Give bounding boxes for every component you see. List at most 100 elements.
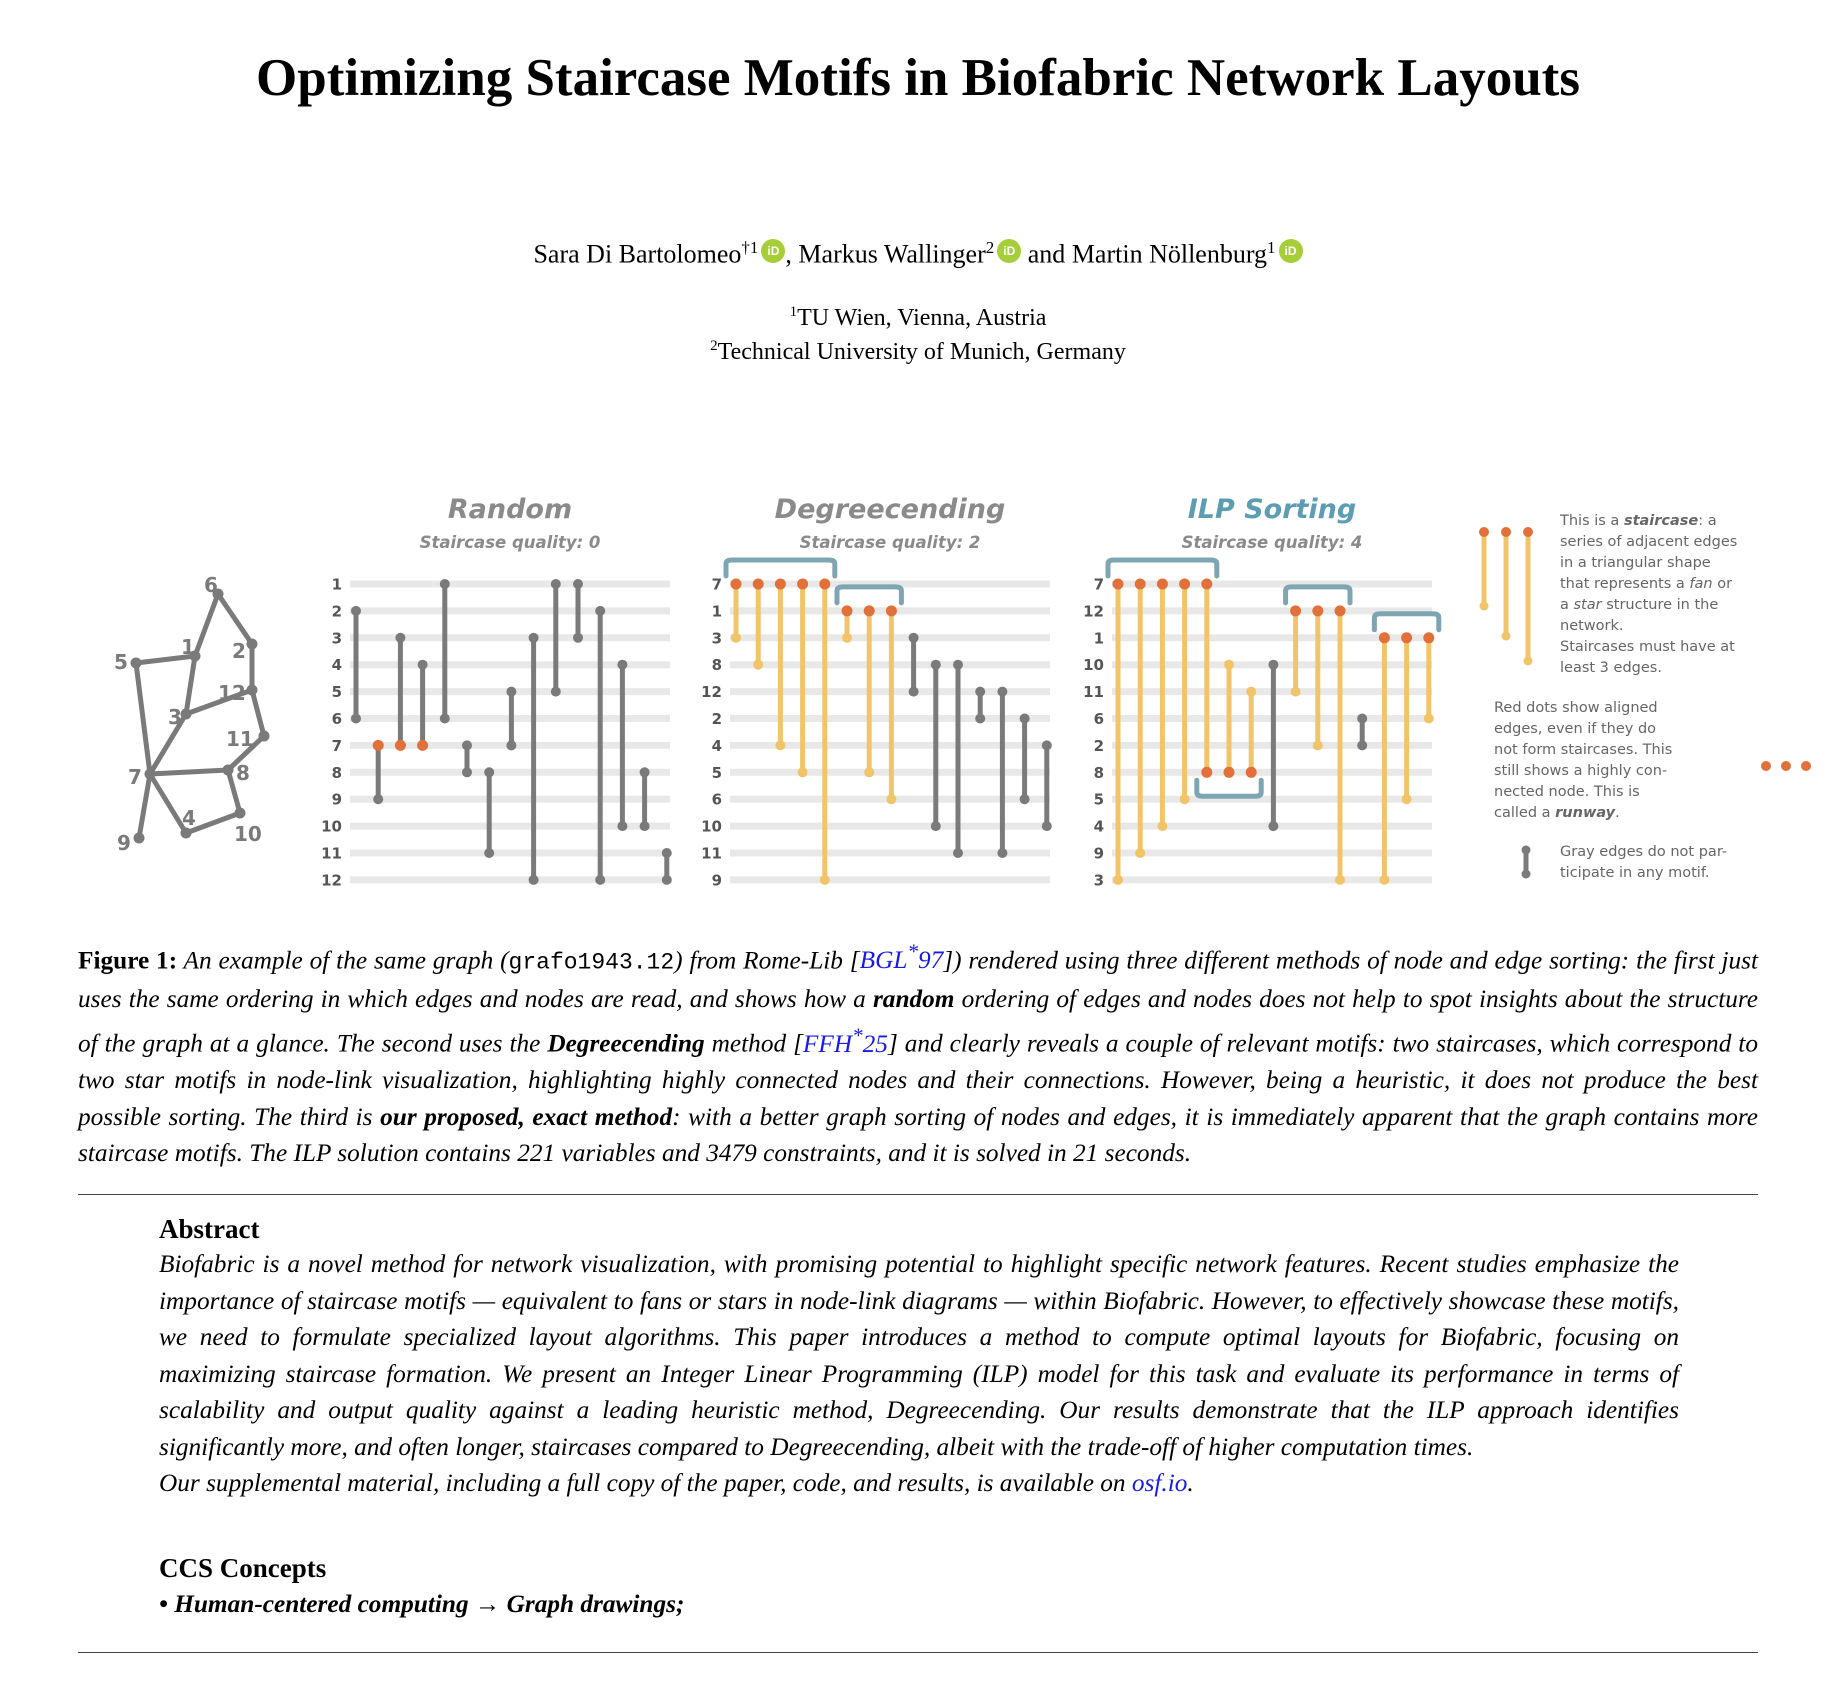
row-label: 4 (712, 737, 722, 755)
legend-runway-dot (1801, 761, 1811, 771)
author-affiliation-mark: †1 (741, 238, 759, 257)
citation-mark: * (907, 940, 918, 964)
affiliation: 2Technical University of Munich, Germany (0, 338, 1836, 366)
row-label: 8 (1094, 764, 1104, 782)
edge-endpoint (573, 579, 583, 589)
row-label: 9 (332, 791, 342, 809)
graph-edge (192, 591, 221, 659)
row-label: 1 (712, 602, 722, 620)
legend-text-span: edges, even if they do (1494, 721, 1656, 737)
edge-endpoint (1312, 740, 1323, 751)
graph-node (133, 832, 145, 844)
graph-node (189, 650, 201, 662)
graph-edge (225, 767, 243, 816)
abstract-body: Biofabric is a novel method for network … (159, 1250, 1679, 1461)
runway-dot (1501, 527, 1511, 537)
panel-title: Degreecending (775, 494, 1006, 525)
row-label: 11 (701, 845, 722, 863)
graph-node-label: 5 (114, 650, 128, 674)
edge-endpoint (1335, 874, 1345, 885)
legend-staircase-text: series of adjacent edges (1560, 534, 1737, 550)
edge-endpoint (373, 794, 384, 805)
affiliation-text: TU Wien, Vienna, Austria (797, 305, 1047, 331)
legend-text-span: still shows a highly con- (1494, 763, 1667, 779)
runway-dot (1290, 605, 1302, 617)
runway-dot (752, 578, 764, 590)
edge-endpoint (953, 659, 963, 670)
edge-endpoint (819, 874, 830, 885)
row-label: 1 (1094, 629, 1104, 647)
legend-text-span: fan (1689, 576, 1712, 592)
legend-staircase-text: a star structure in the (1560, 597, 1718, 613)
row-label: 9 (712, 871, 722, 889)
section-divider (78, 1194, 1758, 1195)
edge-endpoint (528, 632, 539, 643)
graph-node (144, 768, 156, 780)
supplemental-end: . (1187, 1469, 1194, 1497)
orcid-icon[interactable]: iD (761, 238, 786, 263)
edge-endpoint (1268, 821, 1279, 832)
supplemental-text: Our supplemental material, including a f… (159, 1469, 1132, 1497)
ccs-term: Human-centered computing (174, 1590, 469, 1618)
row-label: 10 (321, 818, 342, 836)
edge-endpoint (661, 848, 672, 858)
edge-endpoint (1041, 821, 1052, 832)
row-label: 7 (1094, 576, 1104, 594)
row-label: 4 (332, 656, 342, 674)
edge-endpoint (1179, 794, 1190, 805)
runway-dot (1334, 605, 1346, 617)
graph-node-label: 7 (128, 765, 142, 789)
legend-staircase-text: least 3 edges. (1560, 660, 1662, 676)
legend-text-span: least 3 edges. (1560, 660, 1662, 676)
row-label: 11 (1083, 683, 1104, 701)
edge-endpoint (842, 632, 852, 643)
edge-endpoint (462, 740, 472, 751)
edge-endpoint (1401, 794, 1412, 805)
legend-runway-text: not form staircases. This (1494, 742, 1672, 758)
edge-endpoint (639, 821, 650, 832)
runway-dot (797, 578, 809, 590)
edge-endpoint (908, 632, 919, 643)
row-label: 5 (332, 683, 342, 701)
panel-title: Random (448, 494, 572, 525)
citation-link[interactable]: BGL*97 (860, 940, 944, 974)
author-separator: and (1021, 239, 1072, 269)
runway-dot (1134, 578, 1146, 590)
staircase-bracket (1194, 777, 1264, 799)
edge-endpoint (1379, 874, 1390, 885)
graph-node (246, 684, 258, 696)
edge-endpoint (886, 794, 897, 805)
row-label: 8 (332, 764, 342, 782)
edge-endpoint (1268, 659, 1279, 670)
edge-endpoint (617, 821, 628, 832)
supplemental-link[interactable]: osf.io (1131, 1469, 1188, 1497)
graph-node (258, 730, 270, 742)
caption-text: ] and clearly reveals a couple of releva… (78, 1029, 1758, 1131)
edge-endpoint (617, 659, 628, 670)
figure-caption: Figure 1: An example of the same graph (… (78, 934, 1758, 1172)
graph-edge (133, 653, 198, 666)
runway-dot (1201, 766, 1213, 778)
graph-node-label: 12 (218, 681, 246, 705)
caption-emphasis: our proposed, exact method (380, 1102, 673, 1131)
supplemental-note: Our supplemental material, including a f… (159, 1465, 1679, 1502)
edge-endpoint (595, 874, 606, 885)
edge-endpoint (753, 659, 764, 670)
citation-link[interactable]: FFH*25 (803, 1023, 888, 1057)
edge-endpoint (1246, 686, 1257, 697)
legend-text-span: Staircases must have at (1560, 639, 1735, 655)
graph-node-label: 10 (234, 822, 262, 846)
panel-quality: Staircase quality: 4 (1182, 533, 1363, 552)
edge-endpoint (550, 579, 561, 589)
graph-node-label: 1 (181, 635, 195, 659)
edge-endpoint (930, 821, 941, 832)
row-label: 10 (701, 818, 722, 836)
arrow-icon: → (468, 1590, 507, 1618)
orcid-icon[interactable]: iD (1278, 238, 1303, 263)
legend-gray-text: Gray edges do not par- (1560, 844, 1727, 860)
row-label: 3 (332, 629, 342, 647)
row-label: 1 (332, 576, 342, 594)
caption-text: : with a better graph sorting of nodes a… (78, 1102, 1758, 1168)
orcid-icon[interactable]: iD (997, 238, 1022, 263)
runway-dot (1423, 632, 1435, 644)
